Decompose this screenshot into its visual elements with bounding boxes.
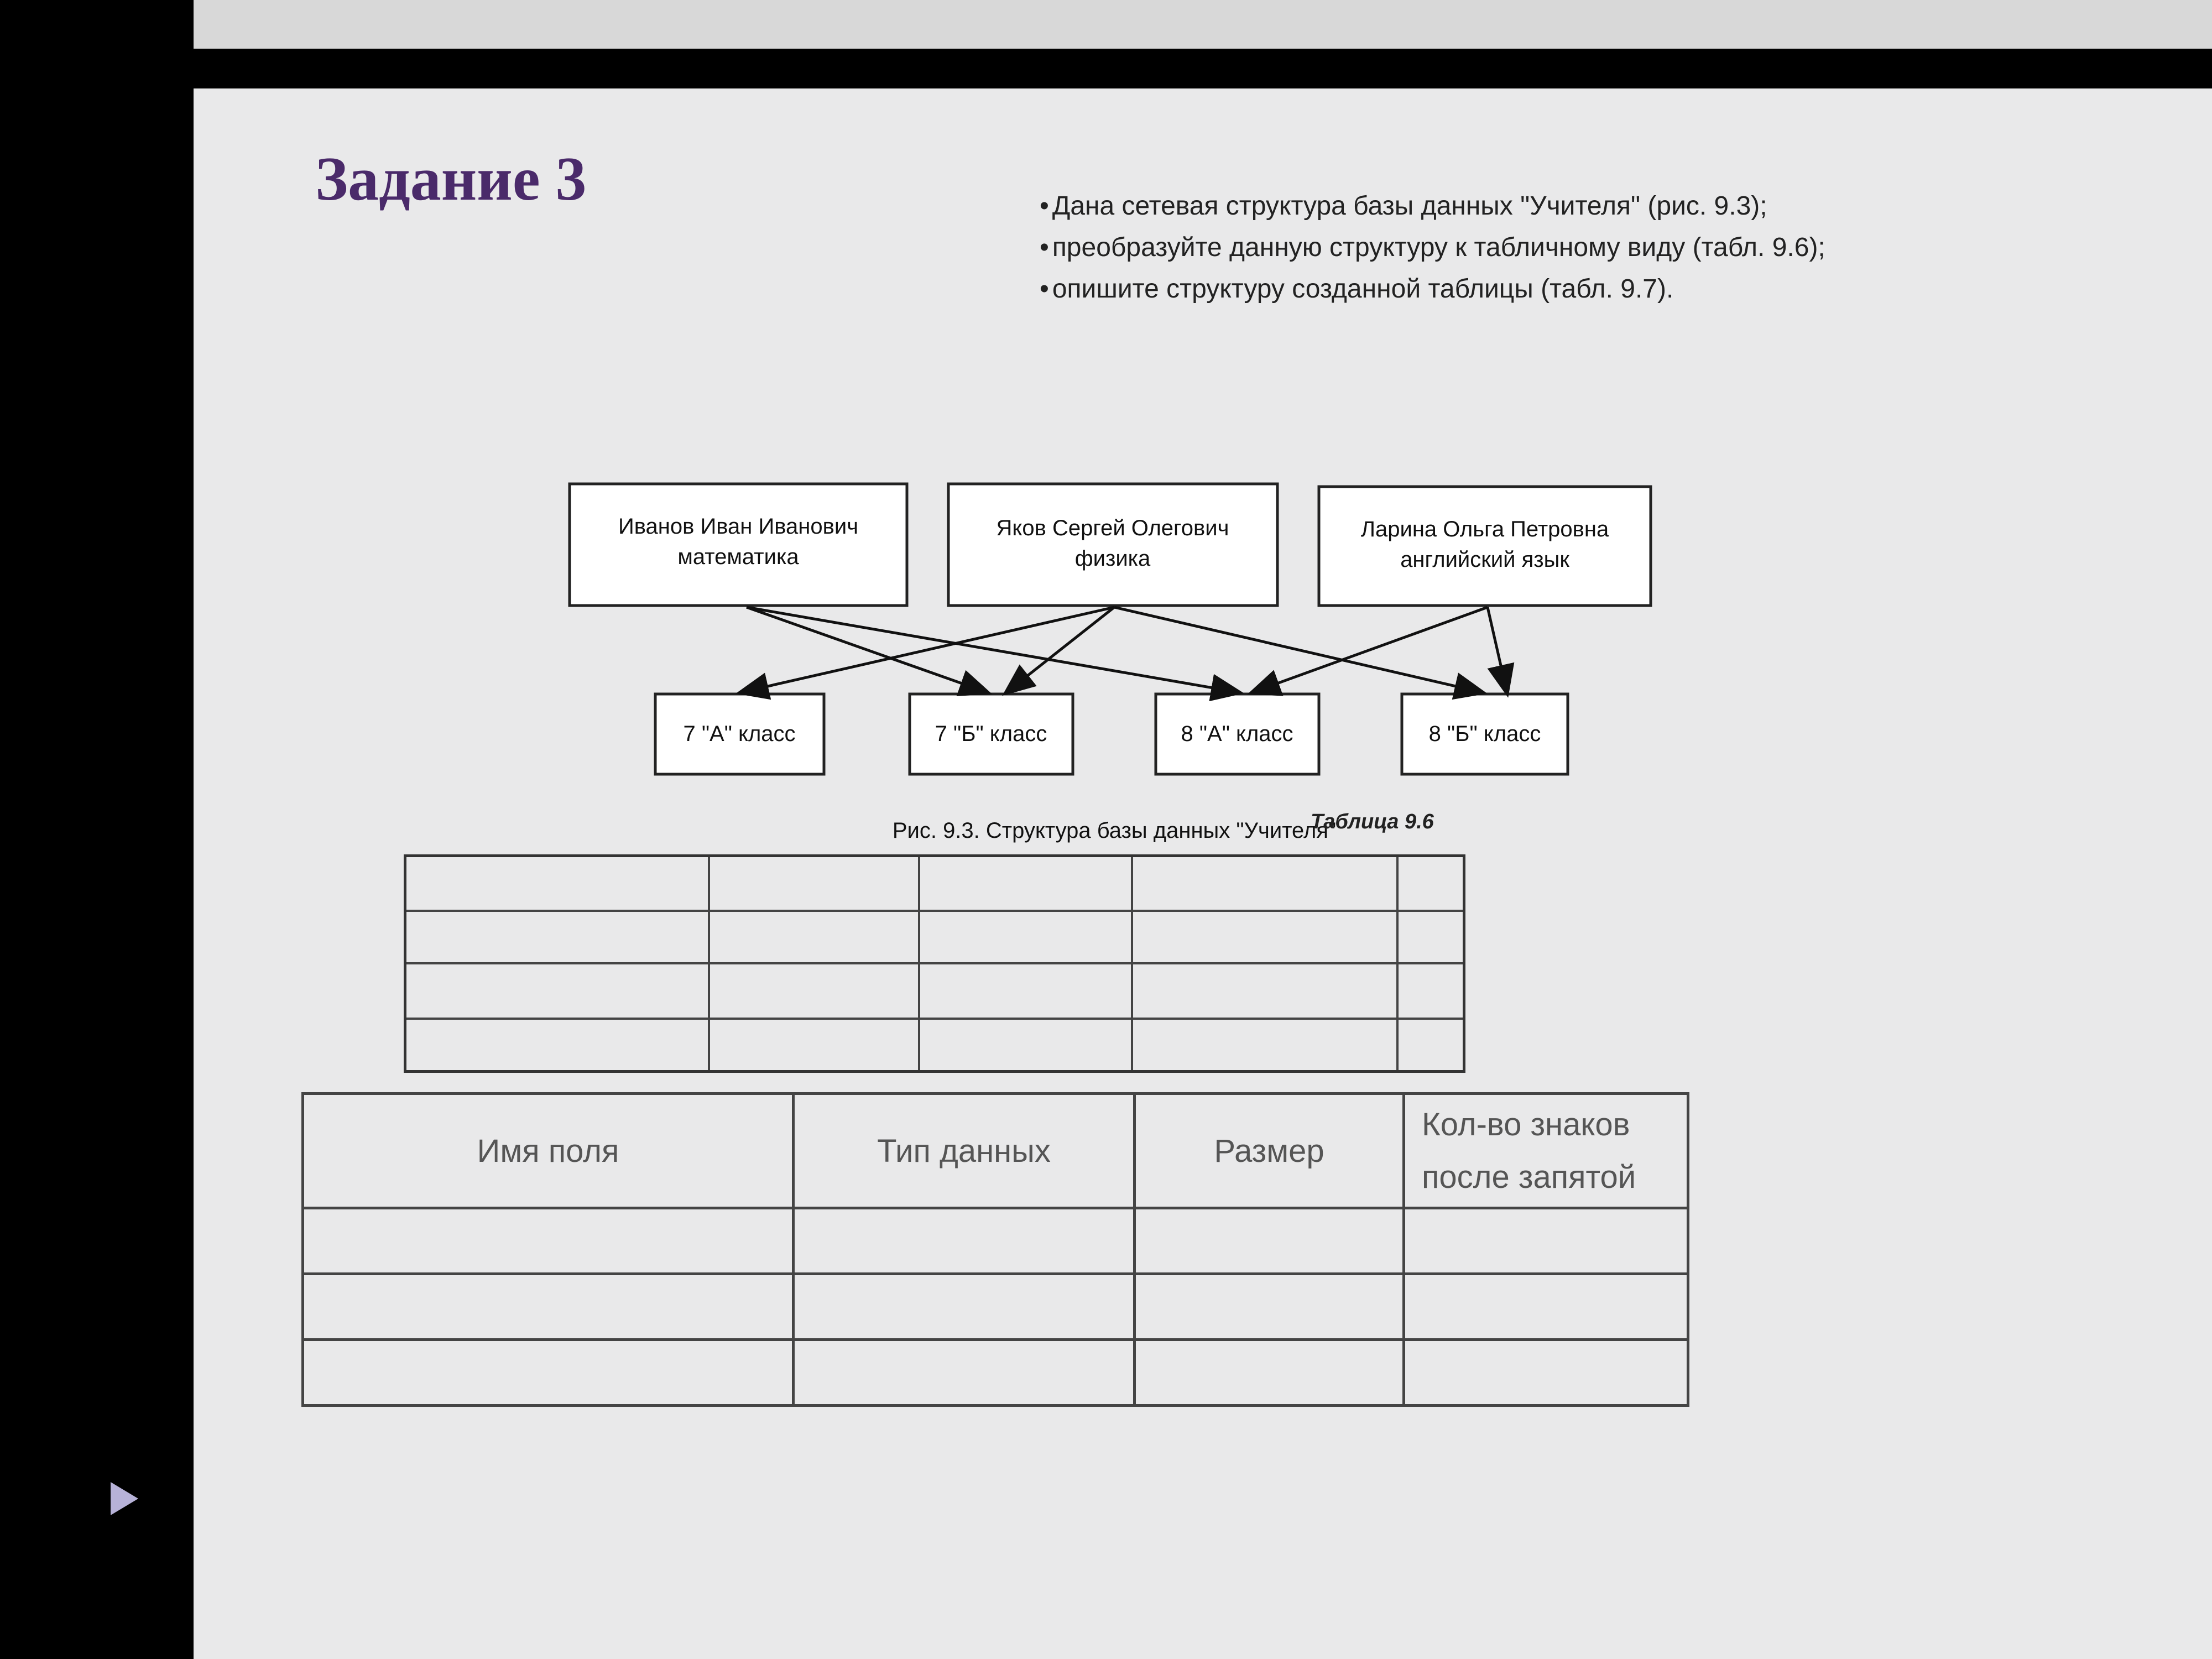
column-header: Тип данных [792, 1092, 1136, 1209]
table-cell [1402, 1207, 1689, 1275]
table-cell [301, 1272, 795, 1341]
column-header: Кол-во знаков после запятой [1402, 1092, 1689, 1209]
table-cell [1402, 1338, 1689, 1407]
table-cell [792, 1338, 1136, 1407]
link-arrow [1002, 606, 1115, 696]
slide-title: Задание 3 [315, 145, 587, 213]
table-cell [792, 1207, 1136, 1275]
class-label: 7 "Б" класс [935, 722, 1047, 746]
link-arrow [746, 606, 1244, 702]
class-label: 8 "Б" класс [1429, 722, 1541, 746]
bullet-item: опишите структуру созданной таблицы (таб… [1040, 268, 1825, 310]
table-divider [406, 910, 1463, 912]
table-row [301, 1338, 1689, 1407]
bullet-item: Дана сетевая структура базы данных "Учит… [1040, 185, 1825, 227]
table-row [301, 1207, 1689, 1275]
top-screen-strip [194, 0, 2212, 49]
teacher-box [1317, 485, 1652, 607]
teacher-name: Иванов Иван Иванович [618, 514, 858, 539]
teacher-subject: математика [677, 545, 799, 569]
teacher-subject: физика [1075, 546, 1151, 571]
link-arrow [1247, 606, 1488, 696]
class-box [1400, 692, 1569, 776]
bullet-item: преобразуйте данную структуру к таблично… [1040, 227, 1825, 268]
table-cell [301, 1338, 795, 1407]
column-header: Размер [1133, 1092, 1405, 1209]
column-header: Имя поля [301, 1092, 795, 1209]
teacher-box [947, 482, 1279, 607]
link-arrow [735, 606, 1115, 700]
teacher-subject: английский язык [1400, 547, 1569, 572]
link-arrow [1114, 606, 1488, 700]
table-divider [406, 1018, 1463, 1020]
teacher-name: Яков Сергей Олегович [997, 516, 1229, 540]
table-cell [301, 1207, 795, 1275]
class-box [1154, 692, 1321, 776]
slide-play-icon[interactable] [111, 1482, 138, 1515]
table-header-row: Имя поля Тип данных Размер Кол-во знаков… [301, 1092, 1689, 1209]
table-cell [792, 1272, 1136, 1341]
structure-table-9-7: Имя поля Тип данных Размер Кол-во знаков… [301, 1092, 1689, 1407]
table-divider [406, 962, 1463, 964]
link-arrow [746, 606, 993, 696]
class-label: 7 "А" класс [683, 722, 795, 746]
table-cell [1133, 1272, 1405, 1341]
table-cell [1133, 1338, 1405, 1407]
class-label: 8 "А" класс [1181, 722, 1293, 746]
teacher-box [568, 482, 909, 607]
table-cell [1133, 1207, 1405, 1275]
teacher-name: Ларина Ольга Петровна [1361, 517, 1609, 541]
task-bullets: Дана сетевая структура базы данных "Учит… [1040, 185, 1825, 310]
table-cell [1402, 1272, 1689, 1341]
class-box [654, 692, 826, 776]
empty-table-9-6 [404, 854, 1465, 1073]
class-box [908, 692, 1074, 776]
network-diagram: Иванов Иван Иванович математика Яков Сер… [568, 482, 1652, 843]
table-row [301, 1272, 1689, 1341]
table-caption: Таблица 9.6 [1311, 810, 1434, 833]
link-arrow [1486, 607, 1515, 698]
figure-caption: Рис. 9.3. Структура базы данных "Учителя… [893, 818, 1336, 843]
